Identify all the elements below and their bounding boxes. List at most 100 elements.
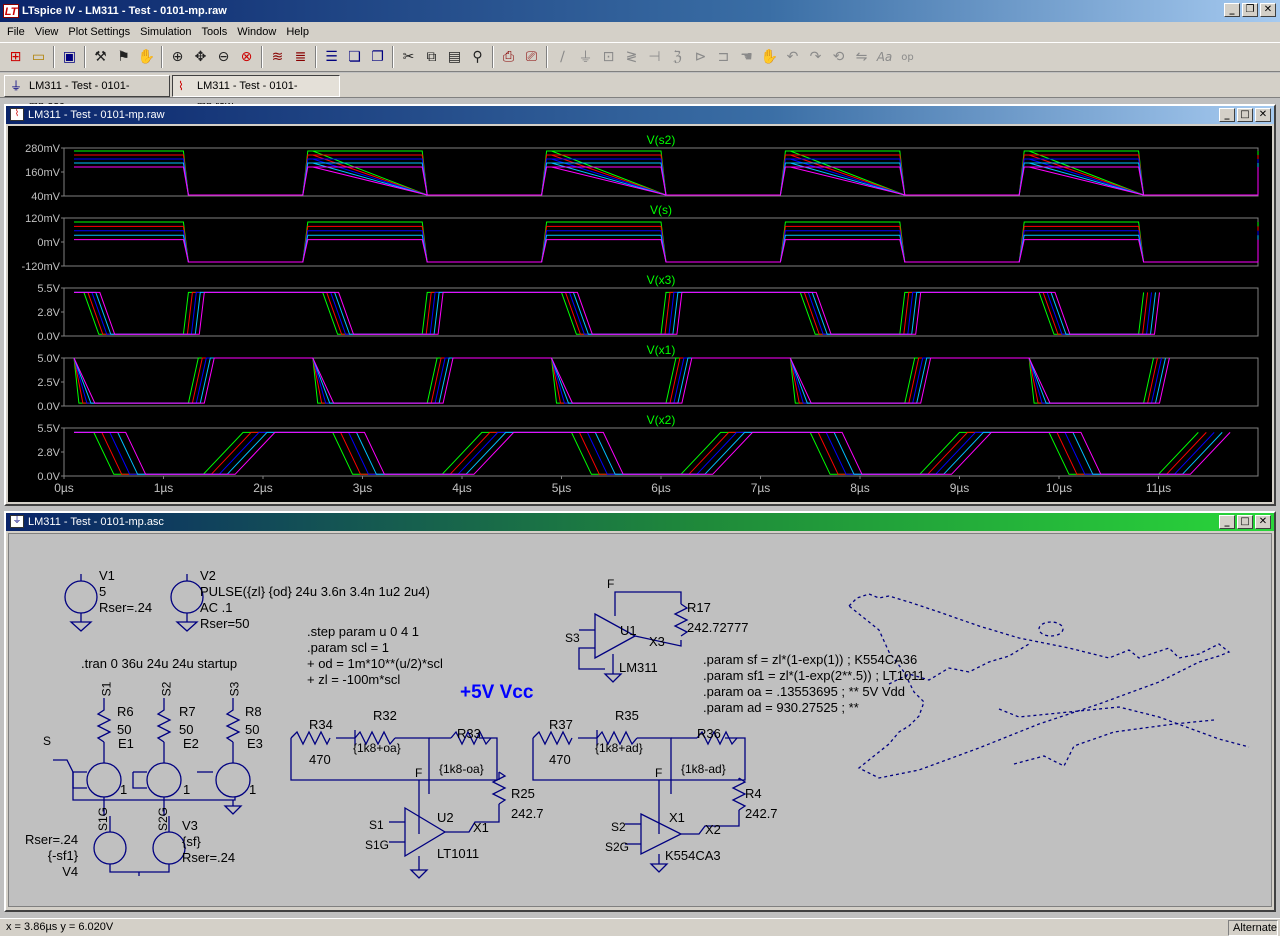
menu-plot-settings[interactable]: Plot Settings xyxy=(68,26,131,38)
waveform-window-controls: _ □ ✕ xyxy=(1219,108,1271,122)
menu-view[interactable]: View xyxy=(34,26,59,38)
spice-directive-params[interactable]: .param sf = zl*(1-exp(1)) ; K554CA36 .pa… xyxy=(703,652,925,716)
copy-icon[interactable]: ⧉ xyxy=(426,49,437,65)
r4-name: R4 xyxy=(745,786,762,801)
r4-resistor xyxy=(731,777,747,811)
schematic-maximize-button[interactable]: □ xyxy=(1237,515,1253,529)
redo-icon[interactable]: ↷ xyxy=(809,49,822,65)
menu-simulation[interactable]: Simulation xyxy=(140,26,192,38)
v1-symbol xyxy=(64,580,98,614)
directive-line: .param scl = 1 xyxy=(307,640,390,655)
spice-directive-tran[interactable]: .tran 0 36u 24u 24u startup xyxy=(81,656,238,671)
rotate-icon[interactable]: ⟲ xyxy=(832,49,845,65)
minimize-button[interactable]: _ xyxy=(1224,3,1240,17)
pane-title: V(x2) xyxy=(647,413,676,427)
waveform-trace xyxy=(74,291,1149,335)
net-label-s2: S2 xyxy=(159,681,174,697)
v3-value: {sf} xyxy=(182,834,201,849)
schematic-canvas[interactable]: .step param u 0 4 1 .param scl = 1 + od … xyxy=(8,533,1272,907)
open-icon[interactable]: ▭ xyxy=(31,49,46,65)
paste-icon[interactable]: ▤ xyxy=(447,49,462,65)
mirror-icon[interactable]: ⇋ xyxy=(855,49,868,65)
menu-window[interactable]: Window xyxy=(237,26,277,38)
v4-label[interactable]: Rser=.24 {-sf1} V4 xyxy=(25,832,78,880)
waveform-trace xyxy=(74,291,1160,335)
cascade-icon[interactable]: ❏ xyxy=(348,49,361,65)
diode-icon[interactable]: ⊳ xyxy=(694,49,707,65)
y-tick-label: -120mV xyxy=(21,261,60,273)
undo-icon[interactable]: ↶ xyxy=(786,49,799,65)
waveform-window: ⌇ LM311 - Test - 0101-mp.raw _ □ ✕ V(s2)… xyxy=(4,104,1276,506)
zoom-out-icon[interactable]: ⊖ xyxy=(217,49,230,65)
document-tab-bar: ⏚ LM311 - Test - 0101-mp.asc ⌇ LM311 - T… xyxy=(0,73,1280,112)
waveform-maximize-button[interactable]: □ xyxy=(1237,108,1253,122)
tab-waveform[interactable]: ⌇ LM311 - Test - 0101-mp.raw xyxy=(172,75,340,112)
waveform-trace xyxy=(73,357,1154,404)
inductor-icon[interactable]: ℨ xyxy=(673,49,682,65)
toolbar-separator xyxy=(53,46,55,68)
close-all-icon[interactable]: ❐ xyxy=(371,49,384,65)
capacitor-icon[interactable]: ⊣ xyxy=(648,49,661,65)
v3-label[interactable]: V3 {sf} Rser=.24 xyxy=(182,818,235,866)
schematic-window: ⏚ LM311 - Test - 0101-mp.asc _ □ ✕ xyxy=(4,511,1276,912)
halt-icon[interactable]: ✋ xyxy=(137,49,156,65)
e3-name: E3 xyxy=(247,736,263,751)
label-icon[interactable]: ⊡ xyxy=(602,49,615,65)
component-icon[interactable]: ⊐ xyxy=(717,49,730,65)
net-label-f: F xyxy=(607,577,615,591)
y-tick-label: 160mV xyxy=(25,167,61,179)
waveform-window-title: LM311 - Test - 0101-mp.raw xyxy=(28,109,165,121)
net-label-x1: X1 xyxy=(473,820,489,835)
vertical-autorange-icon[interactable]: ≣ xyxy=(294,49,307,65)
schematic-svg[interactable] xyxy=(9,534,1272,907)
find-icon[interactable]: ⚲ xyxy=(472,49,483,65)
save-icon[interactable]: ▣ xyxy=(62,49,77,65)
schematic-minimize-button[interactable]: _ xyxy=(1219,515,1235,529)
waveform-svg[interactable]: V(s2)280mV160mV40mVV(s)120mV0mV-120mVV(x… xyxy=(8,126,1272,502)
r33-resistor xyxy=(450,730,492,746)
menu-file[interactable]: File xyxy=(7,26,25,38)
autorange-icon[interactable]: ≋ xyxy=(271,49,284,65)
spice-directive-step[interactable]: .step param u 0 4 1 .param scl = 1 + od … xyxy=(307,624,443,688)
resistor-icon[interactable]: ≷ xyxy=(625,49,638,65)
tile-horizontal-icon[interactable]: ☰ xyxy=(325,49,338,65)
zoom-in-icon[interactable]: ⊕ xyxy=(171,49,184,65)
drag-icon[interactable]: ✋ xyxy=(760,49,779,65)
print-preview-icon[interactable]: ⎚ xyxy=(525,49,538,65)
toolbar-separator xyxy=(392,46,394,68)
zoom-cancel-icon[interactable]: ⊗ xyxy=(240,49,253,65)
menu-help[interactable]: Help xyxy=(286,26,309,38)
net-label-f-right: F xyxy=(655,766,663,780)
waveform-trace xyxy=(74,166,1259,196)
spice-directive-icon[interactable]: op xyxy=(901,51,914,63)
cut-icon[interactable]: ✂ xyxy=(402,49,415,65)
wire-icon[interactable]: ∕ xyxy=(560,49,565,65)
control-panel-icon[interactable]: ⚒ xyxy=(94,49,107,65)
schematic-close-button[interactable]: ✕ xyxy=(1255,515,1271,529)
move-icon[interactable]: ☚ xyxy=(740,49,753,65)
waveform-minimize-button[interactable]: _ xyxy=(1219,108,1235,122)
r32-name: R32 xyxy=(373,708,397,723)
ground-icon[interactable]: ⏚ xyxy=(578,50,593,66)
text-icon[interactable]: Aa xyxy=(876,50,893,64)
restore-button[interactable]: ❐ xyxy=(1242,3,1258,17)
run-icon[interactable]: ⚑ xyxy=(117,49,130,65)
y-tick-label: 2.8V xyxy=(37,447,60,459)
tab-schematic[interactable]: ⏚ LM311 - Test - 0101-mp.asc xyxy=(4,75,170,112)
crocodile-doodle xyxy=(848,593,1250,779)
menu-tools[interactable]: Tools xyxy=(201,26,228,38)
waveform-close-button[interactable]: ✕ xyxy=(1255,108,1271,122)
close-button[interactable]: ✕ xyxy=(1260,3,1276,17)
pane-title: V(x1) xyxy=(647,343,676,357)
x-tick-label: 7µs xyxy=(751,481,771,495)
new-schematic-icon[interactable]: ⊞ xyxy=(9,49,22,65)
r4-value: 242.7 xyxy=(745,806,778,821)
r32-resistor xyxy=(354,730,396,746)
v2-label[interactable]: V2 PULSE({zl} {od} 24u 3.6n 3.4n 1u2 2u4… xyxy=(200,568,430,632)
r35-resistor xyxy=(596,730,638,746)
v1-label[interactable]: V1 5 Rser=.24 xyxy=(99,568,152,616)
zoom-pan-icon[interactable]: ✥ xyxy=(194,49,207,65)
y-tick-label: 5.5V xyxy=(37,423,60,435)
print-icon[interactable]: ⎙ xyxy=(502,49,515,65)
